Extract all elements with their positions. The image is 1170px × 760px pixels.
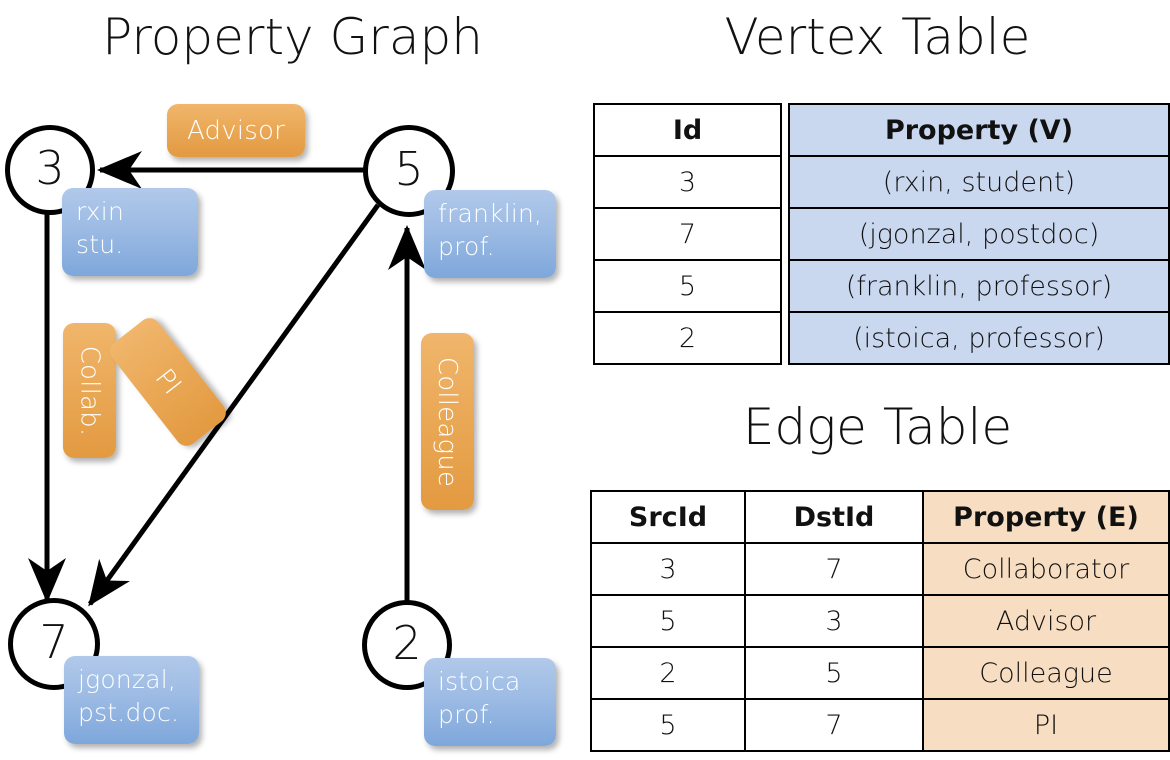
graph-node-7-label: 7 [39, 615, 69, 669]
node-property-franklin-line2: prof. [438, 231, 495, 261]
node-property-istoica-line2: prof. [438, 699, 495, 729]
property-graph-diagram: 3 5 7 2 rxin stu. franklin, prof. jgonza… [5, 104, 556, 746]
node-property-box-istoica: istoica prof. [424, 658, 556, 746]
table-row: (istoica, professor) [788, 311, 1170, 365]
node-property-franklin-line1: franklin, [438, 199, 543, 228]
table-header-row: Id [593, 103, 782, 157]
node-property-box-franklin: franklin, prof. [424, 190, 556, 278]
edge-src-cell: 3 [590, 542, 746, 596]
edge-table-header-dstid: DstId [744, 490, 924, 544]
node-property-box-jgonzal: jgonzal, pst.doc. [64, 656, 199, 744]
edge-line-5-to-7 [87, 203, 381, 607]
table-row: (jgonzal, postdoc) [788, 207, 1170, 261]
node-property-jgonzal-line2: pst.doc. [78, 697, 180, 727]
node-property-rxin-line2: stu. [76, 229, 124, 259]
page-title-property-graph: Property Graph [102, 8, 483, 66]
vertex-property-cell: (jgonzal, postdoc) [788, 207, 1170, 261]
graph-node-2[interactable]: 2 [362, 600, 452, 690]
edge-property-cell: Collaborator [922, 542, 1170, 596]
vertex-property-cell: (rxin, student) [788, 155, 1170, 209]
graph-node-5-label: 5 [394, 142, 424, 196]
edge-label-collab-text: Collab. [74, 345, 105, 436]
vertex-table-header-property: Property (V) [788, 103, 1170, 157]
vertex-id-cell: 3 [593, 155, 782, 209]
edge-table-header-property: Property (E) [922, 490, 1170, 544]
table-row: 5 7 [590, 698, 924, 752]
graph-node-5[interactable]: 5 [363, 125, 455, 217]
page-title-vertex-table: Vertex Table [724, 8, 1031, 66]
node-property-rxin-line1: rxin [76, 197, 124, 226]
vertex-property-cell: (istoica, professor) [788, 311, 1170, 365]
edge-src-cell: 2 [590, 646, 746, 700]
edge-property-cell: Colleague [922, 646, 1170, 700]
vertex-table-property-column: Property (V) (rxin, student) (jgonzal, p… [788, 103, 1170, 365]
edge-table-property-column: Property (E) Collaborator Advisor Collea… [922, 490, 1170, 752]
edge-label-collab: Collab. [63, 323, 116, 458]
node-property-box-rxin: rxin stu. [62, 188, 198, 276]
edge-dst-cell: 7 [744, 542, 924, 596]
vertex-id-cell: 2 [593, 311, 782, 365]
edge-dst-cell: 5 [744, 646, 924, 700]
edge-src-cell: 5 [590, 594, 746, 648]
vertex-id-cell: 7 [593, 207, 782, 261]
table-header-row: SrcId DstId [590, 490, 924, 544]
vertex-table-header-id: Id [593, 103, 782, 157]
table-row: Advisor [922, 594, 1170, 648]
edge-src-cell: 5 [590, 698, 746, 752]
table-row: 5 [593, 259, 782, 313]
graph-edges-svg [28, 151, 426, 607]
edge-label-advisor: Advisor [167, 104, 305, 157]
table-row: PI [922, 698, 1170, 752]
vertex-property-cell: (franklin, professor) [788, 259, 1170, 313]
node-property-jgonzal-line1: jgonzal, [78, 665, 177, 694]
edge-property-cell: PI [922, 698, 1170, 752]
edge-table-src-dst-columns: SrcId DstId 3 7 5 3 2 5 5 7 [590, 490, 924, 752]
edge-label-colleague: Colleague [421, 333, 474, 510]
table-row: Collaborator [922, 542, 1170, 596]
table-row: (rxin, student) [788, 155, 1170, 209]
table-row: 5 3 [590, 594, 924, 648]
edge-label-colleague-text: Colleague [432, 356, 463, 487]
table-row: 2 [593, 311, 782, 365]
edge-dst-cell: 7 [744, 698, 924, 752]
node-property-istoica-line1: istoica [438, 667, 521, 696]
table-row: 3 7 [590, 542, 924, 596]
page-title-edge-table: Edge Table [742, 398, 1013, 456]
edge-property-cell: Advisor [922, 594, 1170, 648]
table-row: 3 [593, 155, 782, 209]
edge-table-header-srcid: SrcId [590, 490, 746, 544]
graph-node-2-label: 2 [392, 616, 422, 670]
table-row: (franklin, professor) [788, 259, 1170, 313]
table-header-row: Property (V) [788, 103, 1170, 157]
table-row: Colleague [922, 646, 1170, 700]
vertex-table: Id 3 7 5 2 [593, 103, 782, 365]
graph-node-3-label: 3 [35, 141, 65, 195]
vertex-id-cell: 5 [593, 259, 782, 313]
edge-label-pi-text: PI [148, 363, 188, 401]
edge-label-advisor-text: Advisor [187, 115, 285, 146]
edge-dst-cell: 3 [744, 594, 924, 648]
table-row: 2 5 [590, 646, 924, 700]
table-row: 7 [593, 207, 782, 261]
table-header-row: Property (E) [922, 490, 1170, 544]
